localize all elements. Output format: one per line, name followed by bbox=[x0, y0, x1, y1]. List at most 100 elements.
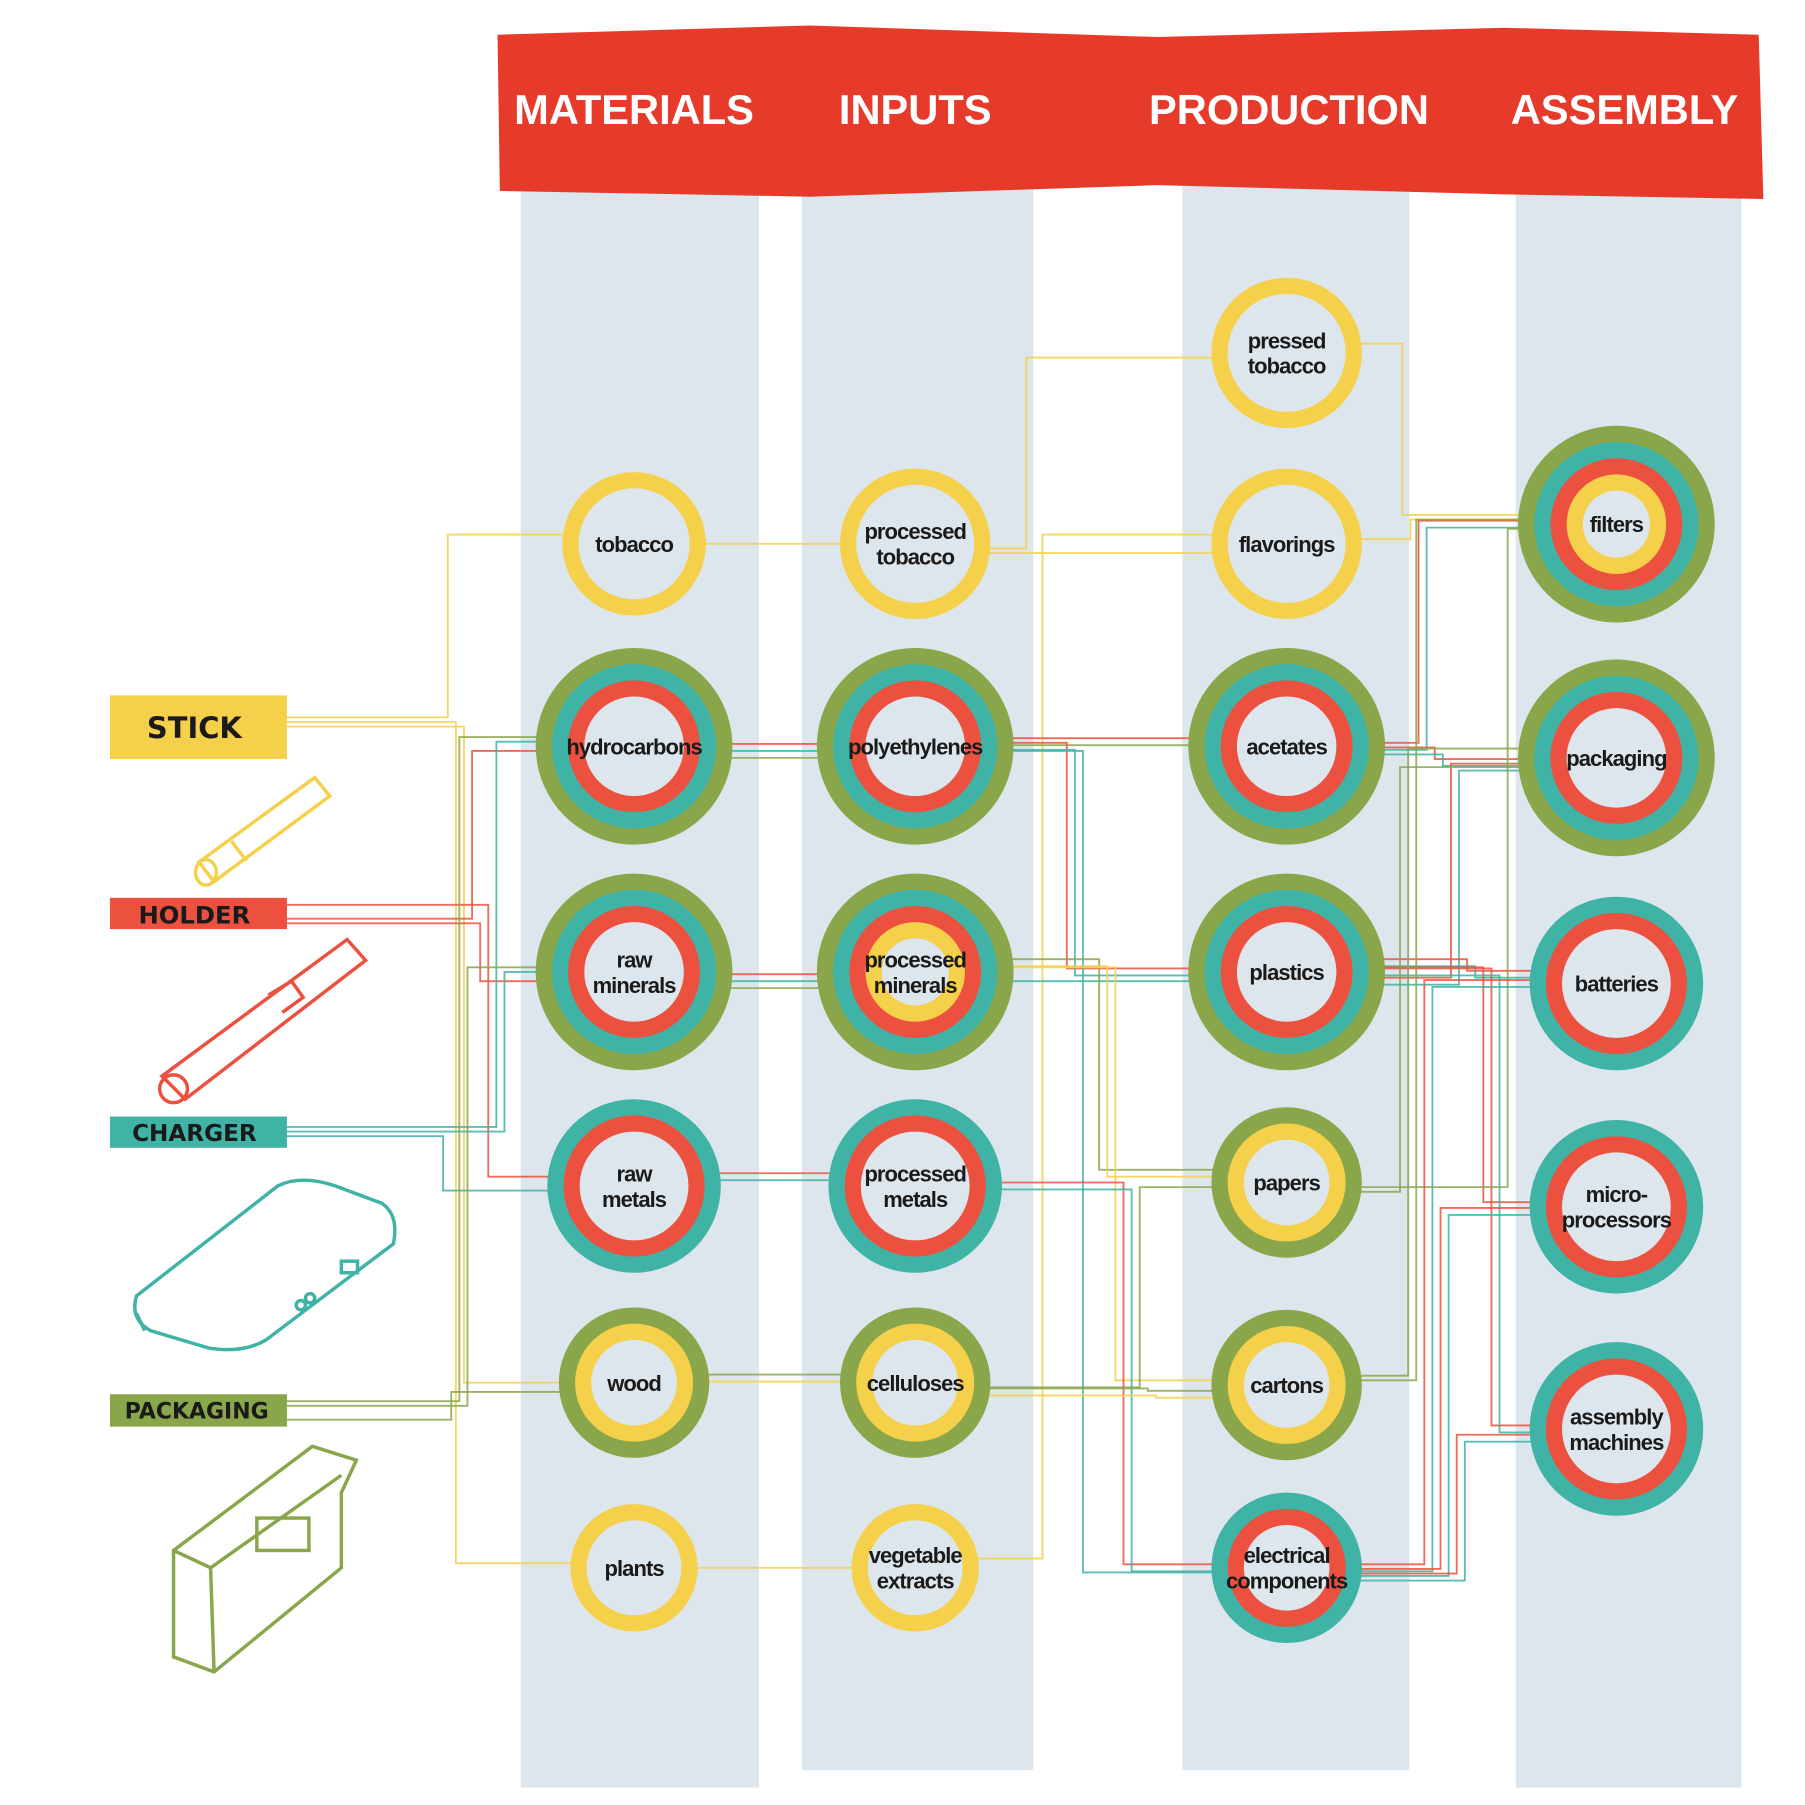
connection-line-polyethylenes-to-plastics bbox=[1007, 741, 1195, 970]
node-center bbox=[1243, 1342, 1330, 1428]
node-label: extracts bbox=[877, 1569, 955, 1594]
node-plants[interactable]: plants bbox=[570, 1504, 698, 1632]
connection-line-cartons-to-filters bbox=[1356, 518, 1524, 1382]
node-center bbox=[1243, 1139, 1330, 1226]
legend: STICK HOLDER CHARGER PACKAGING bbox=[109, 695, 397, 1674]
connection-line-processed-metals-to-electrical-components bbox=[996, 1181, 1218, 1566]
node-center bbox=[1243, 1524, 1330, 1611]
node-cartons[interactable]: cartons bbox=[1211, 1309, 1362, 1461]
connection-line-cartons-to-packaging-node bbox=[1356, 747, 1524, 1377]
node-plastics[interactable]: plastics bbox=[1188, 873, 1385, 1071]
node-center bbox=[1562, 1374, 1671, 1484]
connection-line-plastics-to-batteries bbox=[1379, 965, 1536, 979]
connection-line-polyethylenes-to-electrical-components bbox=[1007, 750, 1218, 1574]
connection-line-holder-to-hydrocarbons bbox=[286, 750, 542, 920]
node-label: minerals bbox=[593, 973, 677, 998]
node-wood[interactable]: wood bbox=[558, 1307, 710, 1458]
node-label: acetates bbox=[1246, 734, 1327, 759]
node-center bbox=[872, 1339, 959, 1426]
node-center bbox=[1566, 708, 1667, 808]
node-center bbox=[579, 1131, 689, 1241]
node-flavorings[interactable]: flavorings bbox=[1211, 468, 1362, 620]
legend-charger-label: CHARGER bbox=[132, 1121, 257, 1147]
pack-box-icon bbox=[171, 1444, 359, 1674]
node-hydrocarbons[interactable]: hydrocarbons bbox=[535, 647, 733, 845]
connection-line-electrical-components-to-assembly-machines bbox=[1356, 1440, 1536, 1582]
node-label: batteries bbox=[1575, 972, 1659, 997]
connection-line-processed-tobacco-to-pressed-tobacco bbox=[984, 356, 1218, 550]
node-label: pressed bbox=[1248, 328, 1326, 353]
node-center bbox=[867, 1520, 963, 1616]
node-center bbox=[1227, 293, 1346, 412]
node-label: components bbox=[1226, 1569, 1348, 1594]
node-label: micro- bbox=[1586, 1182, 1648, 1207]
legend-stick-swatch bbox=[109, 695, 287, 760]
node-filters[interactable]: filters bbox=[1518, 425, 1715, 623]
node-center bbox=[578, 488, 690, 600]
node-center bbox=[1582, 490, 1650, 558]
node-label: papers bbox=[1253, 1171, 1320, 1196]
node-label: machines bbox=[1569, 1430, 1664, 1455]
node-label: processed bbox=[864, 947, 966, 972]
header-production: PRODUCTION bbox=[1149, 86, 1429, 133]
node-label: hydrocarbons bbox=[566, 734, 702, 759]
node-center bbox=[865, 696, 965, 797]
node-center bbox=[584, 696, 684, 797]
header-assembly: ASSEMBLY bbox=[1511, 86, 1739, 133]
connection-line-electrical-components-to-micro-processors bbox=[1356, 1213, 1536, 1577]
node-tobacco[interactable]: tobacco bbox=[562, 472, 706, 616]
connection-lines bbox=[286, 342, 1536, 1582]
header-materials: MATERIALS bbox=[514, 86, 754, 133]
charger-case-icon bbox=[133, 1178, 397, 1352]
node-center bbox=[591, 1339, 677, 1426]
connection-line-processed-metals-to-electrical-components bbox=[996, 1188, 1218, 1573]
connection-line-stick-to-tobacco bbox=[286, 533, 569, 719]
connection-line-electrical-components-to-assembly-machines bbox=[1356, 1433, 1536, 1575]
node-center bbox=[881, 938, 949, 1006]
holder-device-icon bbox=[157, 937, 369, 1105]
node-label: polyethylenes bbox=[848, 734, 983, 759]
node-label: celluloses bbox=[867, 1371, 965, 1396]
node-celluloses[interactable]: celluloses bbox=[840, 1307, 991, 1458]
tobacco-stick-icon bbox=[193, 775, 333, 887]
node-center bbox=[1236, 696, 1337, 797]
legend-charger-swatch bbox=[109, 1116, 287, 1148]
node-batteries[interactable]: batteries bbox=[1529, 896, 1704, 1071]
node-papers[interactable]: papers bbox=[1211, 1107, 1362, 1258]
node-center bbox=[584, 922, 684, 1022]
header-inputs: INPUTS bbox=[839, 86, 992, 133]
node-acetates[interactable]: acetates bbox=[1188, 647, 1385, 845]
node-center bbox=[1236, 922, 1337, 1022]
connection-line-plastics-to-packaging-node bbox=[1379, 762, 1524, 979]
connection-line-processed-minerals-to-papers bbox=[1007, 965, 1218, 1178]
connection-line-processed-minerals-to-papers bbox=[1007, 958, 1218, 1171]
header-banner bbox=[497, 25, 1764, 200]
nodes: tobaccohydrocarbonsrawmineralsrawmetalsw… bbox=[535, 277, 1715, 1644]
node-packaging-node[interactable]: packaging bbox=[1518, 659, 1715, 857]
node-polyethylenes[interactable]: polyethylenes bbox=[816, 647, 1014, 845]
legend-holder-label: HOLDER bbox=[138, 900, 250, 929]
connection-line-celluloses-to-papers bbox=[984, 1186, 1218, 1389]
node-label: electrical bbox=[1244, 1543, 1330, 1568]
connection-line-holder-to-raw-minerals bbox=[286, 922, 542, 983]
connection-line-celluloses-to-cartons bbox=[984, 1394, 1218, 1399]
connection-line-charger-to-raw-metals bbox=[286, 1135, 554, 1192]
legend-packaging-swatch bbox=[109, 1394, 287, 1427]
connection-line-plastics-to-assembly-machines bbox=[1379, 974, 1536, 1434]
node-micro-processors[interactable]: micro-processors bbox=[1529, 1120, 1704, 1294]
node-label: tobacco bbox=[595, 532, 673, 557]
connection-line-acetates-to-packaging-node bbox=[1379, 746, 1524, 760]
node-label: raw bbox=[617, 1161, 654, 1186]
node-label: metals bbox=[602, 1187, 667, 1212]
node-label: metals bbox=[883, 1187, 948, 1212]
